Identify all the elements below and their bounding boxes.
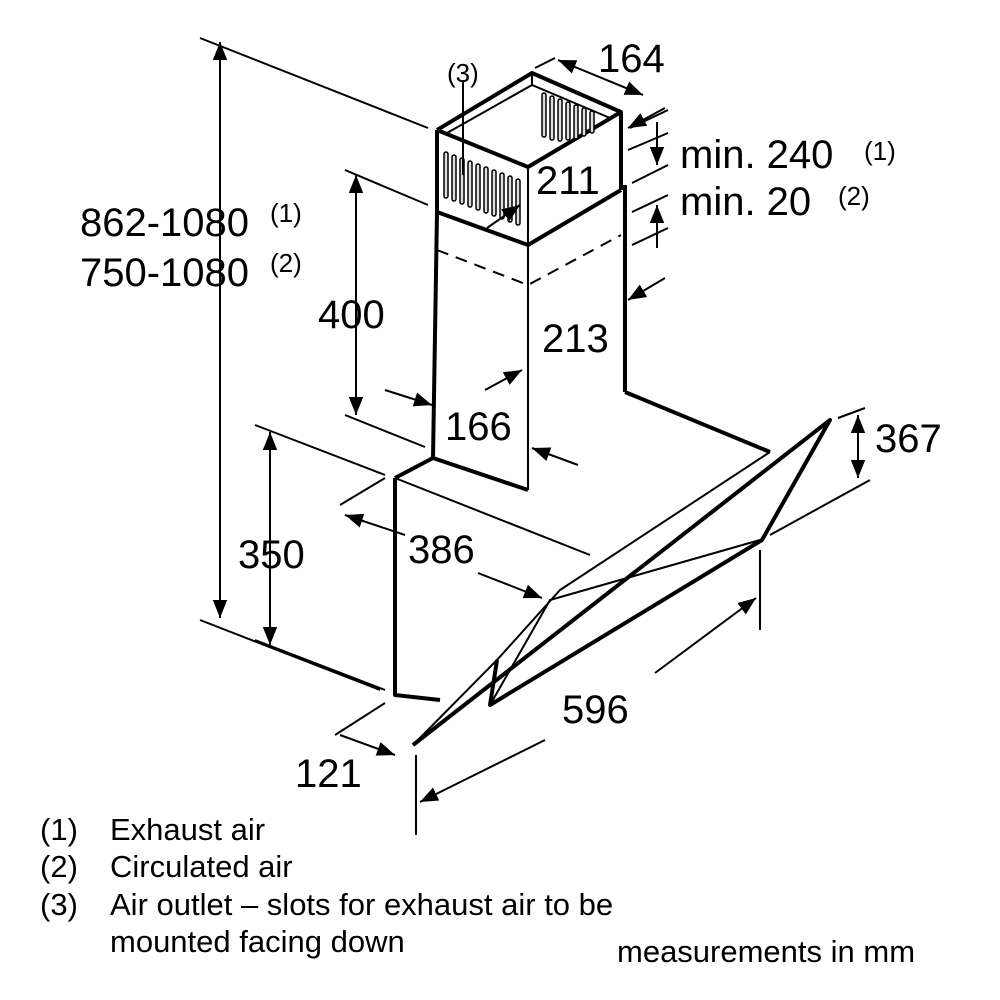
legend-num-3: (3) bbox=[40, 887, 78, 922]
hood-body bbox=[393, 390, 771, 702]
chimney-lower-width-label: 213 bbox=[542, 317, 609, 361]
upper-chimney bbox=[435, 71, 623, 247]
lower-chimney bbox=[431, 185, 627, 492]
total-height-exhaust-ref: (1) bbox=[270, 198, 302, 228]
body-height-label: 350 bbox=[238, 533, 305, 577]
body-depth-label: 386 bbox=[408, 528, 475, 572]
units-note: measurements in mm bbox=[617, 934, 915, 969]
total-height-circulated-label: 750-1080 bbox=[80, 251, 249, 295]
gap-circulated-ref: (2) bbox=[838, 181, 870, 211]
gap-circulated-label: min. 20 bbox=[680, 180, 811, 224]
width-label: 596 bbox=[562, 688, 629, 732]
legend: (1) Exhaust air (2) Circulated air (3) A… bbox=[40, 812, 613, 959]
chimney-top-depth-label: 211 bbox=[536, 159, 600, 203]
legend-num-2: (2) bbox=[40, 849, 78, 884]
gap-exhaust-ref: (1) bbox=[864, 136, 896, 166]
legend-text-3-cont: mounted facing down bbox=[110, 924, 405, 959]
glass-offset-label: 121 bbox=[295, 752, 362, 796]
chimney-top-width-label: 164 bbox=[598, 37, 665, 81]
legend-num-1: (1) bbox=[40, 812, 78, 847]
glass-panel bbox=[411, 418, 832, 747]
chimney-lower-depth-label: 166 bbox=[445, 405, 512, 449]
total-height-exhaust-label: 862-1080 bbox=[80, 201, 249, 245]
legend-text-1: Exhaust air bbox=[110, 812, 265, 847]
outlet-ref-label: (3) bbox=[447, 58, 479, 88]
air-outlet-slots bbox=[443, 92, 595, 226]
total-height-circulated-ref: (2) bbox=[270, 248, 302, 278]
chimney-height-label: 400 bbox=[318, 293, 385, 337]
gap-exhaust-label: min. 240 bbox=[680, 133, 833, 177]
dimension-arrows bbox=[212, 42, 866, 803]
legend-text-3: Air outlet – slots for exhaust air to be bbox=[110, 887, 613, 922]
glass-height-label: 367 bbox=[875, 417, 942, 461]
legend-text-2: Circulated air bbox=[110, 849, 293, 884]
